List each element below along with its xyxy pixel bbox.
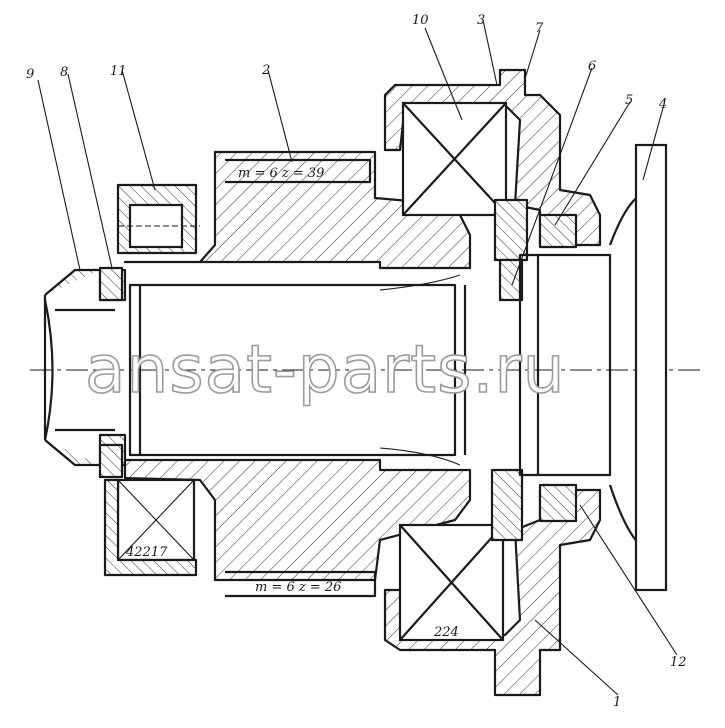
gear-shaft-lower: [123, 458, 472, 582]
gear-note-upper-frame: [225, 158, 372, 184]
gear-note-lower-frame: [225, 570, 377, 598]
bearing-label-right: 224: [433, 625, 459, 640]
callout-4: 4: [658, 97, 667, 112]
spacer-ring-upper: [493, 198, 529, 262]
callout-12: 12: [670, 655, 687, 670]
callout-2: 2: [261, 63, 270, 78]
spacer-ring-lower: [490, 468, 524, 542]
bore-relief: [379, 274, 461, 466]
lock-washer-lower: [98, 443, 124, 479]
gear-note-lower: m = 6 z = 26: [255, 580, 341, 595]
bearing-42217-housing: [103, 478, 198, 577]
callout-7: 7: [535, 21, 544, 36]
lock-washer-upper: [98, 266, 124, 302]
shaft-bore: [128, 283, 457, 457]
callout-9: 9: [26, 67, 34, 82]
sleeve-6: [498, 258, 524, 302]
bearing-upper-cross-b: [402, 102, 507, 216]
watermark: ansat-parts.ru: [85, 331, 565, 408]
leader-lines: [37, 19, 678, 696]
callout-3: 3: [477, 13, 485, 28]
callout-6: 6: [588, 59, 596, 74]
callout-8: 8: [60, 65, 68, 80]
coupling-sleeve: [43, 295, 115, 441]
flange-4: [634, 143, 668, 592]
seal-ring-lower: [538, 483, 578, 523]
output-shaft: [518, 253, 612, 477]
gear-note-upper: m = 6 z = 39: [238, 166, 324, 181]
housing-cover-lower: [383, 488, 602, 697]
callout-11: 11: [110, 64, 127, 79]
bearing-42217-cross-b: [117, 479, 195, 561]
bearing-label-left: 42217: [125, 545, 168, 560]
callout-10: 10: [412, 13, 429, 28]
callout-5: 5: [625, 93, 633, 108]
callout-1: 1: [613, 695, 621, 710]
bearing-224-cross-b: [399, 524, 504, 641]
